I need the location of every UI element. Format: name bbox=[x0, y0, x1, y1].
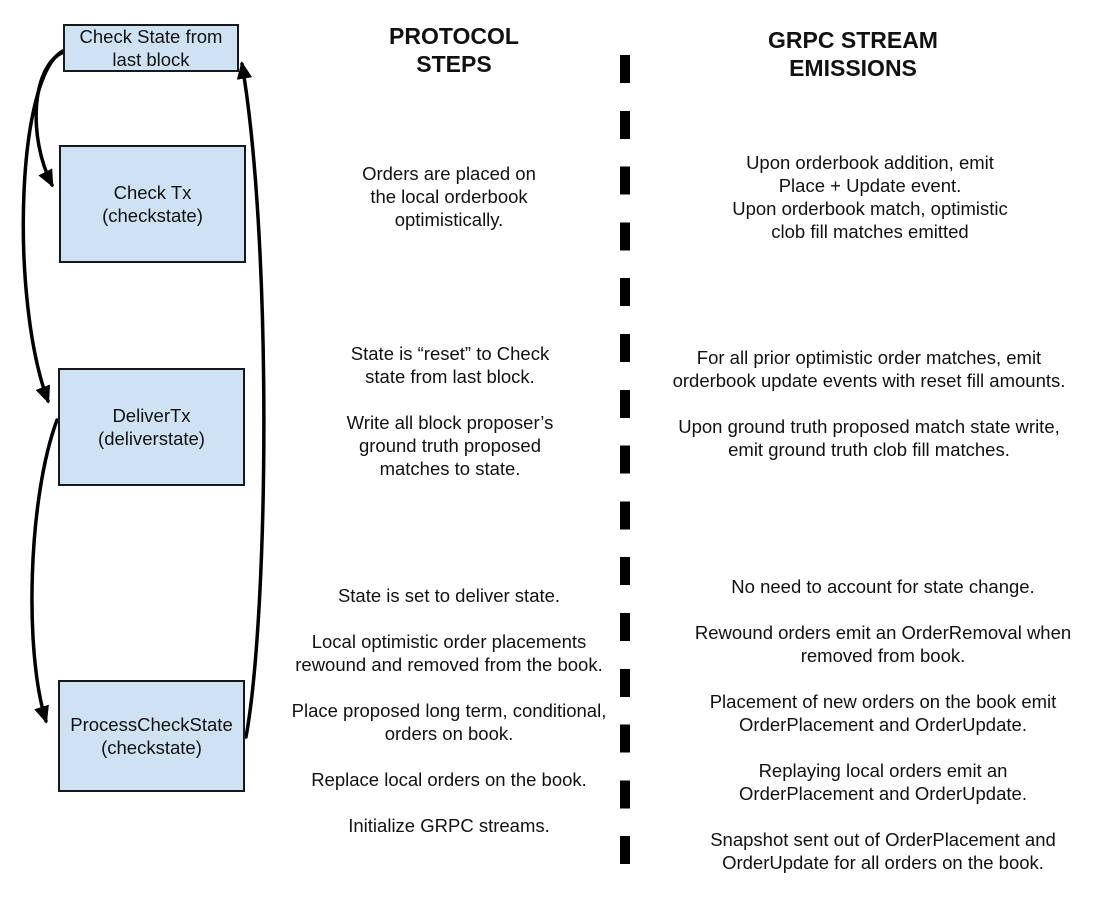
state-box-deliver-tx: DeliverTx (deliverstate) bbox=[58, 368, 245, 486]
state-box-process-check-state: ProcessCheckState (checkstate) bbox=[58, 680, 245, 792]
state-box-check-state-last-block: Check State from last block bbox=[63, 24, 239, 72]
dashed-divider bbox=[620, 55, 630, 865]
arrow-delivertx-to-processcheckstate bbox=[30, 418, 59, 724]
protocol-step-processcheckstate: State is set to deliver state. Local opt… bbox=[291, 585, 607, 836]
state-box-label: DeliverTx (deliverstate) bbox=[98, 405, 205, 449]
grpc-stream-emissions-header: GRPC STREAM EMISSIONS bbox=[768, 27, 938, 81]
state-box-check-tx: Check Tx (checkstate) bbox=[59, 145, 246, 263]
grpc-emission-processcheckstate: No need to account for state change. Rew… bbox=[694, 576, 1072, 873]
state-box-label: Check State from last block bbox=[79, 26, 223, 70]
state-box-label: Check Tx (checkstate) bbox=[102, 182, 203, 226]
protocol-steps-header: PROTOCOL STEPS bbox=[389, 23, 519, 77]
protocol-step-checktx: Orders are placed on the local orderbook… bbox=[362, 163, 536, 230]
grpc-emission-checktx: Upon orderbook addition, emit Place + Up… bbox=[732, 152, 1008, 242]
protocol-step-delivertx: State is “reset” to Check state from las… bbox=[346, 343, 554, 479]
state-box-label: ProcessCheckState (checkstate) bbox=[70, 714, 233, 758]
grpc-emission-delivertx: For all prior optimistic order matches, … bbox=[672, 347, 1066, 460]
